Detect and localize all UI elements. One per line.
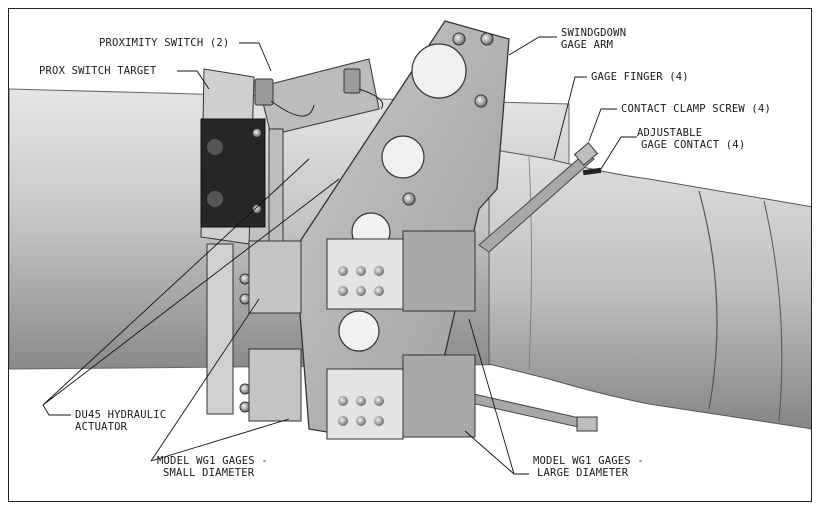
label-contact-clamp-screw: CONTACT CLAMP SCREW (4) [621,103,771,115]
label-gages-large-1: MODEL WG1 GAGES - [533,455,644,467]
label-gages-large-2: LARGE DIAMETER [537,467,629,479]
leader-lines [42,36,637,475]
label-prox-switch-target: PROX SWITCH TARGET [39,65,157,77]
leader-small-gages-2 [150,298,260,462]
label-adjustable-contact-2: GAGE CONTACT (4) [641,139,746,151]
pipe-large-section [488,148,811,430]
proximity-switch-bracket [254,58,384,136]
leader-adjustable-contact [600,136,637,170]
leader-swingdown-arm [508,36,557,56]
leader-prox-switch-target [177,70,210,90]
drawing-frame: PROXIMITY SWITCH (2) PROX SWITCH TARGET … [8,8,812,502]
leader-small-gages-1 [150,418,290,462]
label-swingdown-arm-1: SWINDGDOWN [561,27,627,39]
label-hydraulic-actuator-2: ACTUATOR [75,421,128,433]
label-gages-small-2: SMALL DIAMETER [163,467,255,479]
assembly-illustration [9,20,811,475]
gage-finger-lower [468,392,598,432]
label-proximity-switch: PROXIMITY SWITCH (2) [99,37,230,49]
wg1-gage-small-lower [248,348,302,422]
wg1-gage-large-upper [326,230,476,312]
label-gage-finger: GAGE FINGER (4) [591,71,689,83]
label-gages-small-1: MODEL WG1 GAGES - [157,455,268,467]
leader-large-gages-2 [464,430,529,475]
wg1-gage-large-lower [326,354,476,440]
leader-proximity-switch [239,42,272,72]
label-adjustable-contact-1: ADJUSTABLE [637,127,703,139]
leader-contact-clamp-screw [588,108,617,142]
label-hydraulic-actuator-1: DU45 HYDRAULIC [75,409,167,421]
leader-gage-finger [553,76,587,160]
label-swingdown-arm-2: GAGE ARM [561,39,614,51]
leader-actuator-2 [42,178,340,406]
leader-actuator-1 [42,158,310,416]
gage-finger-upper [478,142,602,253]
